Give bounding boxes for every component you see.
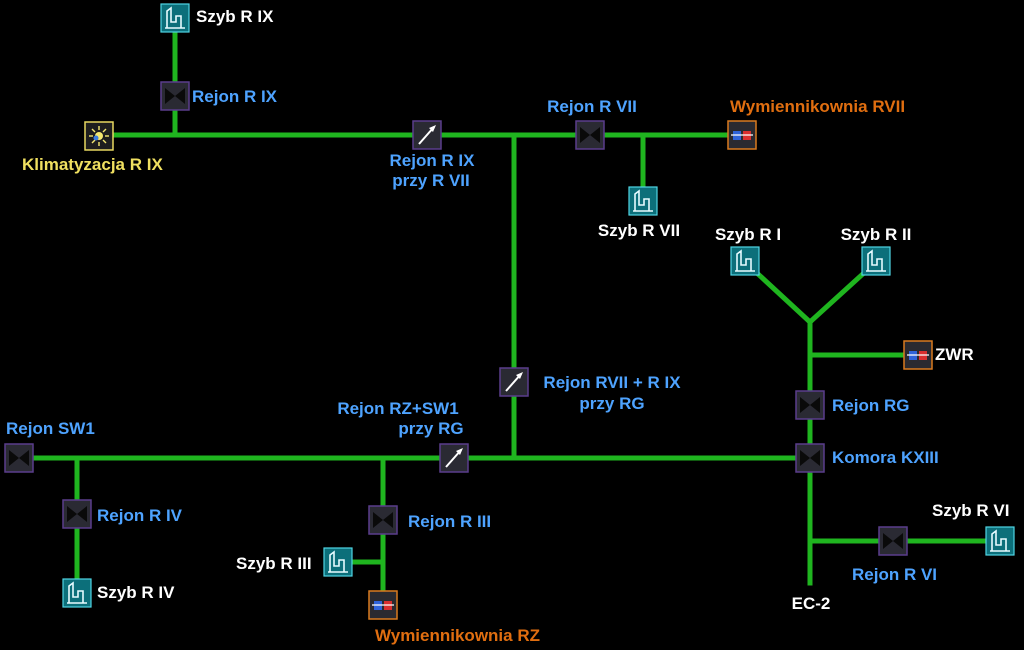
label-rejon-r-iii: Rejon R III: [408, 512, 491, 531]
mine-shaft-icon[interactable]: [323, 547, 353, 577]
mine-shaft-icon[interactable]: [62, 578, 92, 608]
regulating-valve-icon[interactable]: [412, 120, 442, 150]
valve-icon[interactable]: [62, 499, 92, 529]
label-zwr: ZWR: [935, 345, 974, 364]
valve-icon[interactable]: [575, 120, 605, 150]
label-szyb-r-ix: Szyb R IX: [196, 7, 274, 26]
label-wymiennikownia-rz: Wymiennikownia RZ: [375, 626, 540, 645]
label-szyb-r-iii: Szyb R III: [236, 554, 312, 573]
label-rejon-rz-sw1-przy-rg: Rejon RZ+SW1: [337, 399, 458, 418]
label-szyb-r-vii: Szyb R VII: [598, 221, 680, 240]
mine-shaft-icon[interactable]: [628, 186, 658, 216]
valve-icon[interactable]: [160, 81, 190, 111]
label-rejon-sw1: Rejon SW1: [6, 419, 95, 438]
label-rejon-r-ix-przy-r-vii: Rejon R IX: [389, 151, 475, 170]
mine-shaft-icon[interactable]: [861, 246, 891, 276]
label-szyb-r-i: Szyb R I: [715, 225, 781, 244]
label-rejon-r-vi: Rejon R VI: [852, 565, 937, 584]
heat-exchanger-icon[interactable]: [903, 340, 933, 370]
label-ec-2: EC-2: [792, 594, 831, 613]
label-szyb-r-ii: Szyb R II: [841, 225, 912, 244]
label-rejon-rvii-rix-przy-rg-line2: przy RG: [579, 394, 644, 413]
label-klimatyzacja-r-ix: Klimatyzacja R IX: [22, 155, 163, 174]
mine-shaft-icon[interactable]: [160, 3, 190, 33]
valve-icon[interactable]: [795, 443, 825, 473]
label-komora-kxiii: Komora KXIII: [832, 448, 939, 467]
label-szyb-r-iv: Szyb R IV: [97, 583, 175, 602]
label-rejon-rz-sw1-przy-rg-line2: przy RG: [398, 419, 463, 438]
label-rejon-r-iv: Rejon R IV: [97, 506, 183, 525]
regulating-valve-icon[interactable]: [439, 443, 469, 473]
heat-exchanger-icon[interactable]: [727, 120, 757, 150]
valve-icon[interactable]: [878, 526, 908, 556]
label-szyb-r-vi: Szyb R VI: [932, 501, 1009, 520]
label-rejon-r-vii: Rejon R VII: [547, 97, 637, 116]
valve-icon[interactable]: [368, 505, 398, 535]
valve-icon[interactable]: [795, 390, 825, 420]
heat-exchanger-icon[interactable]: [368, 590, 398, 620]
label-rejon-r-ix-przy-r-vii-line2: przy R VII: [392, 171, 469, 190]
label-wymiennikownia-rvii: Wymiennikownia RVII: [730, 97, 905, 116]
mine-shaft-icon[interactable]: [730, 246, 760, 276]
label-rejon-rg: Rejon RG: [832, 396, 909, 415]
label-rejon-rvii-rix-przy-rg: Rejon RVII + R IX: [543, 373, 681, 392]
label-rejon-r-ix: Rejon R IX: [192, 87, 278, 106]
valve-icon[interactable]: [4, 443, 34, 473]
regulating-valve-icon[interactable]: [499, 367, 529, 397]
air-conditioning-icon[interactable]: [84, 121, 114, 151]
mine-shaft-icon[interactable]: [985, 526, 1015, 556]
